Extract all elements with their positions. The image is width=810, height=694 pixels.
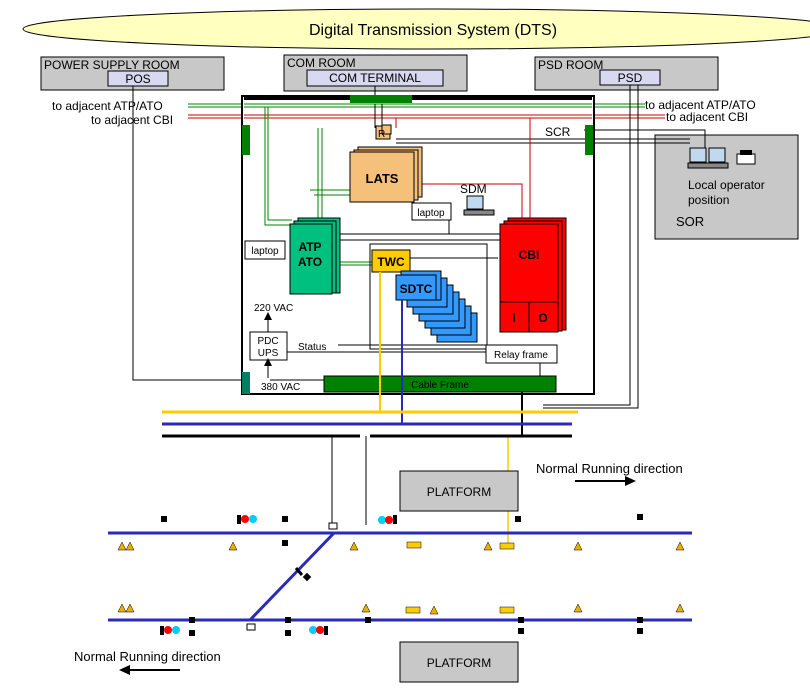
- right-frame-bar: [585, 125, 593, 155]
- local-operator-line1: Local operator: [688, 178, 765, 192]
- balises: [117, 541, 685, 615]
- monitor-icon: [689, 147, 707, 163]
- platform-top: [399, 470, 519, 512]
- sdm-label: SDM: [460, 182, 487, 196]
- com-terminal-label: COM TERMINAL: [329, 71, 421, 85]
- ato-label: ATO: [298, 255, 322, 269]
- monitor-icon: [708, 147, 726, 163]
- scr-label: SCR: [545, 125, 571, 139]
- twc-unit: [371, 249, 411, 273]
- atp-ato-unit: ATP ATO: [289, 217, 341, 295]
- left-cbi-link-label: to adjacent CBI: [91, 113, 173, 127]
- direction-bottom-label: Normal Running direction: [74, 649, 221, 664]
- keyboard-icon: [463, 209, 495, 216]
- left-power-bar: [242, 372, 250, 394]
- com-room-title: COM ROOM: [287, 56, 356, 70]
- status-label: Status: [298, 342, 326, 353]
- right-cbi-link-label: to adjacent CBI: [666, 110, 748, 124]
- io-o-label: O: [538, 311, 547, 325]
- sdtc-unit: SDTC: [395, 270, 478, 343]
- router-box: R: [375, 124, 392, 140]
- psd-room-title: PSD ROOM: [538, 58, 603, 72]
- power-supply-room: POWER SUPPLY ROOM POS: [40, 56, 225, 91]
- monitor-icon: [466, 195, 484, 210]
- cable-frame: [323, 375, 557, 393]
- r-label: R: [378, 129, 385, 140]
- relay-frame-label: Relay frame: [494, 350, 548, 361]
- twc-label: TWC: [377, 255, 405, 269]
- pos-label: POS: [125, 72, 150, 86]
- psd-room: PSD ROOM PSD: [534, 56, 719, 91]
- right-atp-link-label: to adjacent ATP/ATO: [645, 98, 756, 112]
- sdm-workstation: SDM: [460, 182, 495, 216]
- tracks: [108, 522, 692, 631]
- signals: [160, 515, 397, 635]
- sdtc-label: SDTC: [400, 282, 433, 296]
- dts-network: Digital Transmission System (DTS): [22, 8, 810, 50]
- cbi-label: CBI: [519, 248, 540, 262]
- sor-room: Local operator position SOR: [654, 134, 799, 240]
- left-frame-bar: [242, 125, 250, 155]
- arrow-right-icon: [625, 476, 636, 486]
- vac380-label: 380 VAC: [261, 382, 300, 393]
- lats-label: LATS: [366, 171, 399, 186]
- laptop-left-label: laptop: [251, 246, 279, 257]
- cbi-unit: CBI I O: [499, 217, 567, 333]
- left-atp-link-label: to adjacent ATP/ATO: [52, 99, 163, 113]
- vac220-label: 220 VAC: [254, 303, 293, 314]
- printer-icon: [736, 153, 756, 165]
- track-joints: [161, 514, 643, 636]
- dts-label: Digital Transmission System (DTS): [309, 22, 557, 39]
- pdc-label: PDC: [257, 336, 278, 347]
- cable-frame-label: Cable Frame: [411, 380, 469, 391]
- platform-bottom-label: PLATFORM: [427, 656, 491, 670]
- io-i-label: I: [512, 311, 515, 325]
- power-supply-room-title: POWER SUPPLY ROOM: [44, 58, 180, 72]
- ups-label: UPS: [258, 348, 279, 359]
- internal-wires: [132, 85, 706, 409]
- direction-top-label: Normal Running direction: [536, 461, 683, 476]
- com-connector-bar: [350, 95, 412, 103]
- lats-unit: LATS: [349, 146, 423, 203]
- platform-top-label: PLATFORM: [427, 485, 491, 499]
- psd-label: PSD: [618, 71, 643, 85]
- laptop-top-label: laptop: [417, 208, 445, 219]
- platform-bottom: [399, 641, 519, 683]
- pdc-ups: PDC UPS: [249, 312, 288, 378]
- laptop-top: [411, 202, 452, 221]
- relay-frame: [485, 344, 558, 364]
- com-room: COM ROOM COM TERMINAL: [283, 54, 468, 92]
- sor-label: SOR: [676, 214, 704, 229]
- local-operator-line2: position: [688, 193, 729, 207]
- arrow-left-icon: [119, 665, 130, 675]
- atp-label: ATP: [298, 240, 321, 254]
- trackside-cables: [162, 410, 578, 438]
- laptop-left: [244, 240, 286, 260]
